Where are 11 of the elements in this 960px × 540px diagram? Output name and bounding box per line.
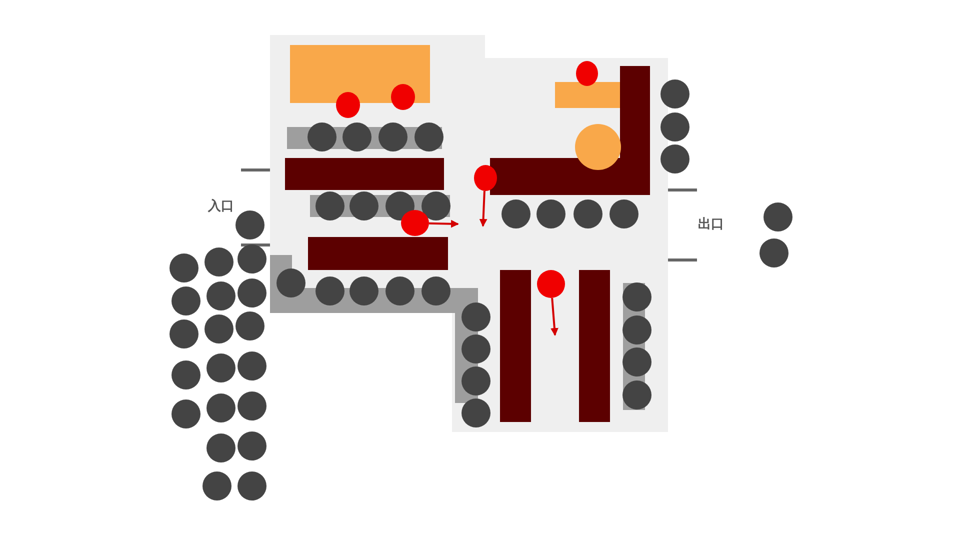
position-dot: [576, 60, 598, 86]
arrow: [550, 298, 558, 336]
position-dot: [474, 165, 496, 191]
position-dot: [336, 92, 360, 118]
arrow: [428, 220, 459, 228]
position-dot: [537, 270, 565, 298]
position-dot: [391, 84, 415, 110]
door-label: 出口: [698, 218, 724, 231]
arrow: [479, 190, 488, 227]
door-label: 入口: [208, 200, 234, 213]
position-dot: [401, 210, 429, 236]
